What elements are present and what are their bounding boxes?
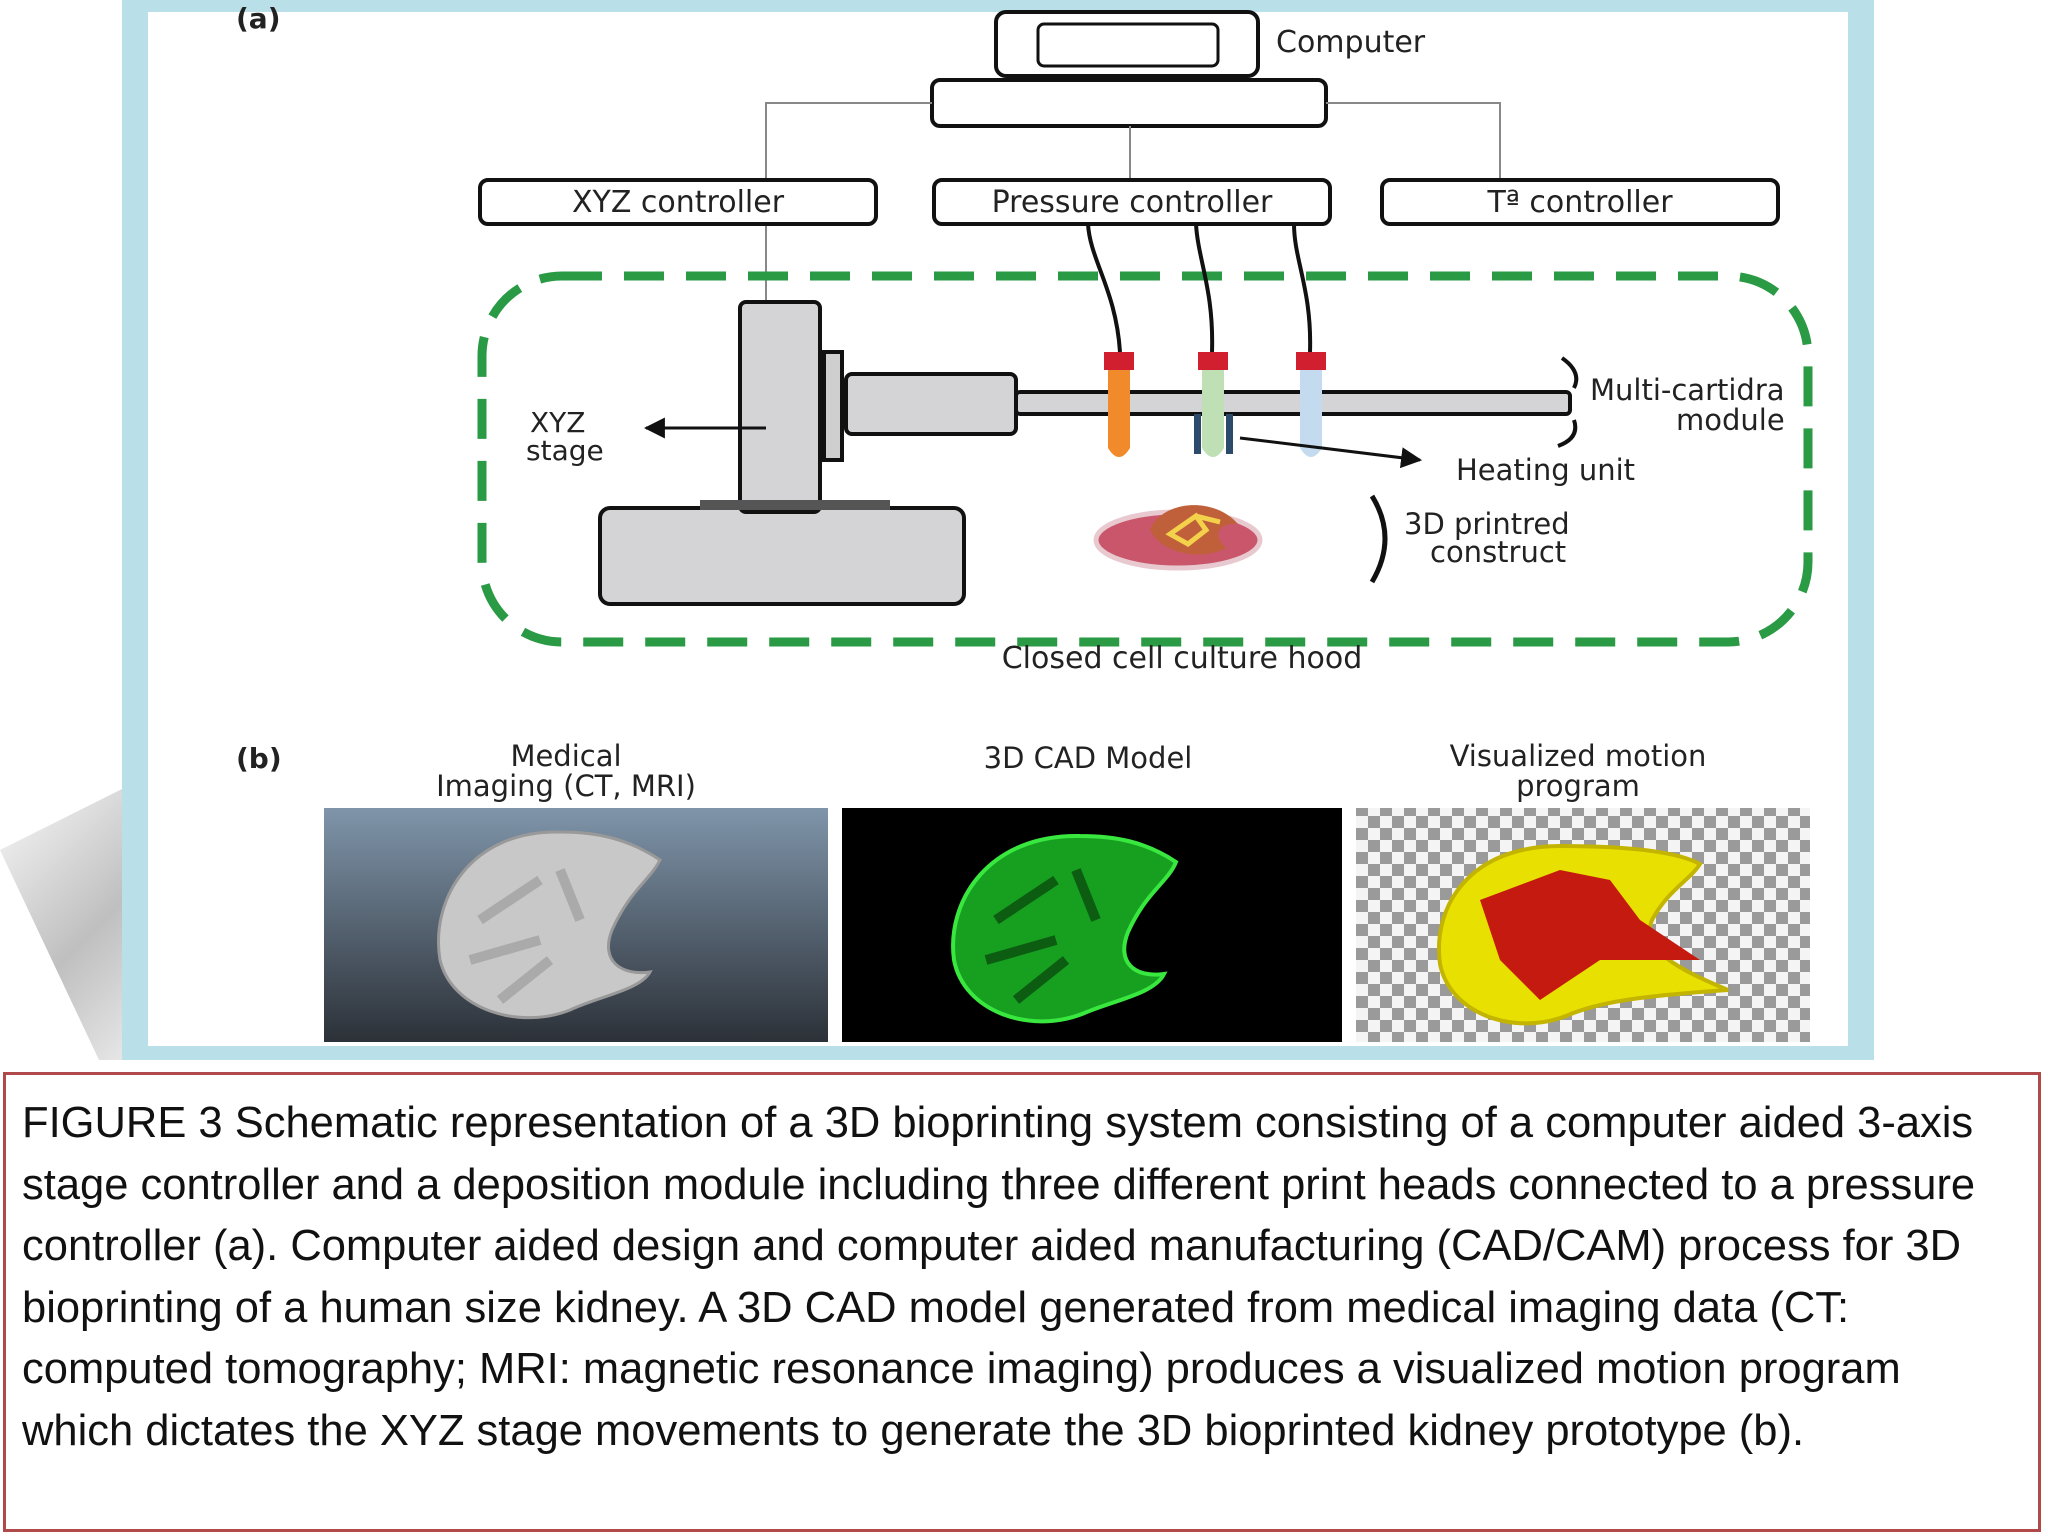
hood-label: Closed cell culture hood [1002, 641, 1363, 676]
bioprinting-diagram: (a) Computer XYZ controller Pressure con… [236, 2, 1813, 1042]
cartridge-cables [1086, 223, 1313, 353]
temperature-controller-box [1380, 178, 1780, 226]
multi-cartridge-bracket [1557, 356, 1579, 448]
panel-a-tag: (a) [236, 2, 281, 35]
medical-imaging-title-line1: Medical [510, 739, 621, 773]
construct-label-line2: construct [1430, 535, 1566, 569]
temperature-controller-label: Tª controller [1486, 185, 1673, 220]
cartridge-blue [1296, 352, 1326, 457]
medical-imaging-title-line2: Imaging (CT, MRI) [436, 769, 696, 803]
medical-imaging-panel [324, 808, 828, 1042]
cad-model-title: 3D CAD Model [984, 741, 1193, 775]
xyz-controller-box [478, 178, 878, 226]
cell-culture-hood [477, 271, 1813, 647]
pressure-controller-box [932, 178, 1332, 226]
cartridge-green [1194, 352, 1233, 457]
cad-model-panel [842, 808, 1342, 1042]
construct-bracket [1369, 494, 1388, 584]
caption-box: FIGURE 3 Schematic representation of a 3… [3, 1072, 2041, 1532]
motion-program-title-line2: program [1516, 769, 1640, 803]
computer-label: Computer [1276, 25, 1426, 60]
controller-connections [765, 102, 1501, 305]
cartridge-orange [1104, 352, 1134, 457]
construct-label-line1: 3D printred [1404, 507, 1570, 541]
figure-caption: FIGURE 3 Schematic representation of a 3… [22, 1099, 1976, 1455]
heating-unit-label: Heating unit [1456, 453, 1635, 487]
petri-dish-construct [1093, 505, 1263, 571]
xyz-stage-label-line1: XYZ [530, 406, 585, 439]
xyz-stage-machine [598, 300, 1572, 606]
motion-program-title-line1: Visualized motion [1450, 739, 1707, 773]
xyz-stage-label-line2: stage [526, 434, 604, 467]
panel-b-tag: (b) [236, 742, 282, 775]
multi-cartridge-label-line2: module [1676, 403, 1785, 437]
multi-cartridge-label-line1: Multi-cartidra [1590, 373, 1785, 407]
pressure-controller-label: Pressure controller [992, 185, 1273, 220]
motion-program-panel [1356, 808, 1810, 1042]
computer-icon [930, 10, 1328, 128]
xyz-controller-label: XYZ controller [572, 185, 785, 220]
